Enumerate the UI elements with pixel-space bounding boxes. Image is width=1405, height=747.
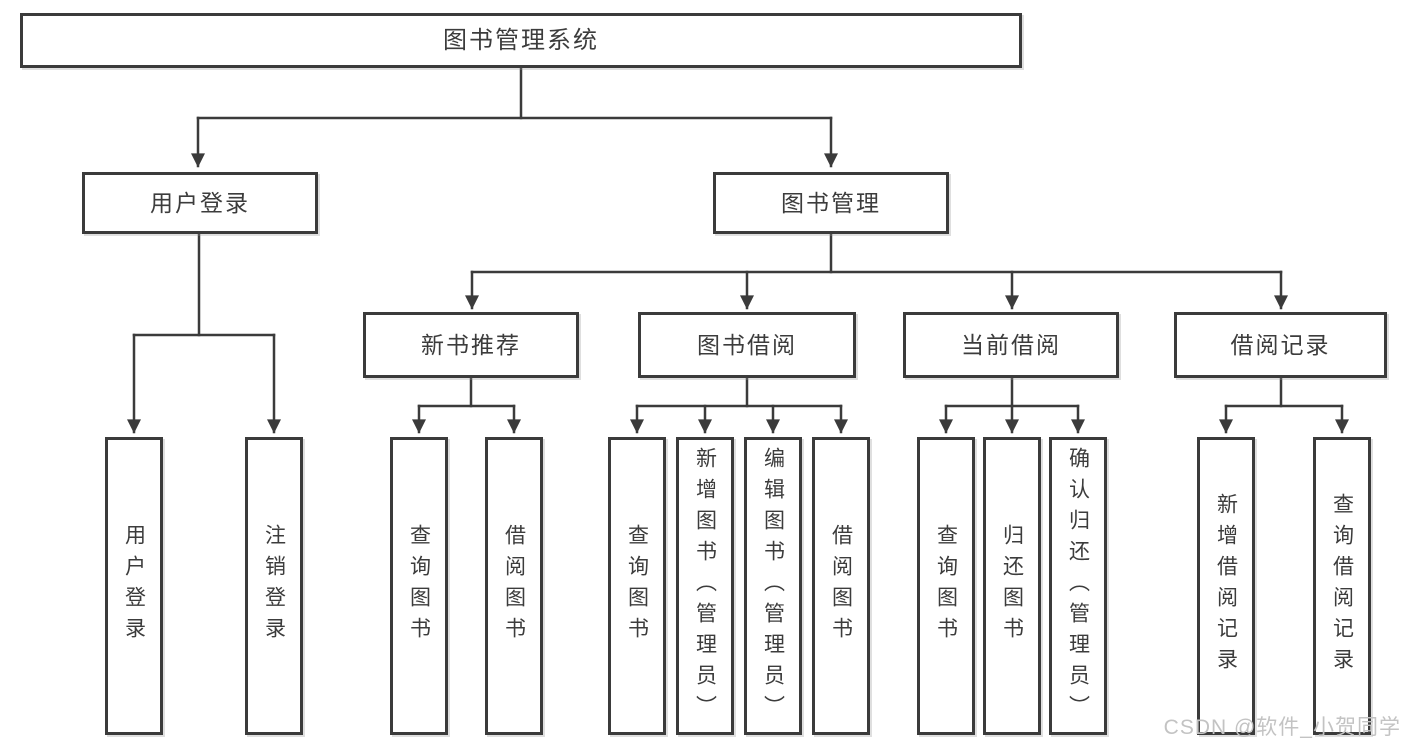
leaf-current-query-book-label: 查询图书: [934, 524, 958, 648]
node-borrowing-records-label: 借阅记录: [1230, 331, 1331, 358]
node-new-book-recommendation: 新书推荐: [363, 312, 579, 378]
leaf-newbooks-query-book-label: 查询图书: [407, 524, 431, 648]
node-book-borrowing: 图书借阅: [638, 312, 856, 378]
connector-book-mgmt-children: [465, 232, 1288, 310]
leaf-return-book: 归还图书: [983, 437, 1041, 735]
node-library-management-system-label: 图书管理系统: [443, 26, 599, 54]
node-book-borrowing-label: 图书借阅: [697, 331, 797, 358]
leaf-newbooks-borrow-book: 借阅图书: [485, 437, 543, 735]
connector-borrow-records-children: [1219, 376, 1349, 434]
connector-new-books-children: [412, 376, 521, 434]
csdn-watermark: CSDN @软件_小贺同学: [1163, 716, 1401, 739]
connector-book-borrow-children: [630, 376, 848, 434]
leaf-borrowing-query-book: 查询图书: [608, 437, 666, 735]
leaf-edit-book-admin-label: 编辑图书（管理员）: [761, 446, 785, 726]
leaf-add-borrow-record-label: 新增借阅记录: [1214, 493, 1238, 679]
leaf-edit-book-admin: 编辑图书（管理员）: [744, 437, 802, 735]
connector-user-login-children: [127, 232, 281, 434]
node-book-management-module-label: 图书管理: [781, 189, 881, 216]
leaf-add-borrow-record: 新增借阅记录: [1197, 437, 1255, 735]
node-book-management-module: 图书管理: [713, 172, 949, 234]
node-user-login-module: 用户登录: [82, 172, 318, 234]
leaf-newbooks-borrow-book-label: 借阅图书: [502, 524, 526, 648]
node-borrowing-records: 借阅记录: [1174, 312, 1387, 378]
leaf-query-borrow-record: 查询借阅记录: [1313, 437, 1371, 735]
leaf-return-book-label: 归还图书: [1000, 524, 1024, 648]
leaf-newbooks-query-book: 查询图书: [390, 437, 448, 735]
leaf-borrowing-query-book-label: 查询图书: [625, 524, 649, 648]
node-library-management-system: 图书管理系统: [20, 13, 1022, 68]
leaf-logout: 注销登录: [245, 437, 303, 735]
leaf-borrowing-borrow-book: 借阅图书: [812, 437, 870, 735]
leaf-logout-label: 注销登录: [262, 524, 286, 648]
connector-root-to-level2: [191, 66, 838, 168]
leaf-query-borrow-record-label: 查询借阅记录: [1330, 493, 1354, 679]
leaf-user-login: 用户登录: [105, 437, 163, 735]
leaf-current-query-book: 查询图书: [917, 437, 975, 735]
node-current-borrowing-label: 当前借阅: [961, 331, 1061, 358]
node-current-borrowing: 当前借阅: [903, 312, 1119, 378]
leaf-add-book-admin: 新增图书（管理员）: [676, 437, 734, 735]
node-new-book-recommendation-label: 新书推荐: [421, 331, 521, 358]
connector-current-borrow-children: [939, 376, 1085, 434]
leaf-user-login-label: 用户登录: [122, 524, 146, 648]
leaf-confirm-return-admin: 确认归还（管理员）: [1049, 437, 1107, 735]
leaf-confirm-return-admin-label: 确认归还（管理员）: [1066, 446, 1090, 726]
leaf-borrowing-borrow-book-label: 借阅图书: [829, 524, 853, 648]
node-user-login-module-label: 用户登录: [150, 189, 250, 216]
leaf-add-book-admin-label: 新增图书（管理员）: [693, 446, 717, 726]
